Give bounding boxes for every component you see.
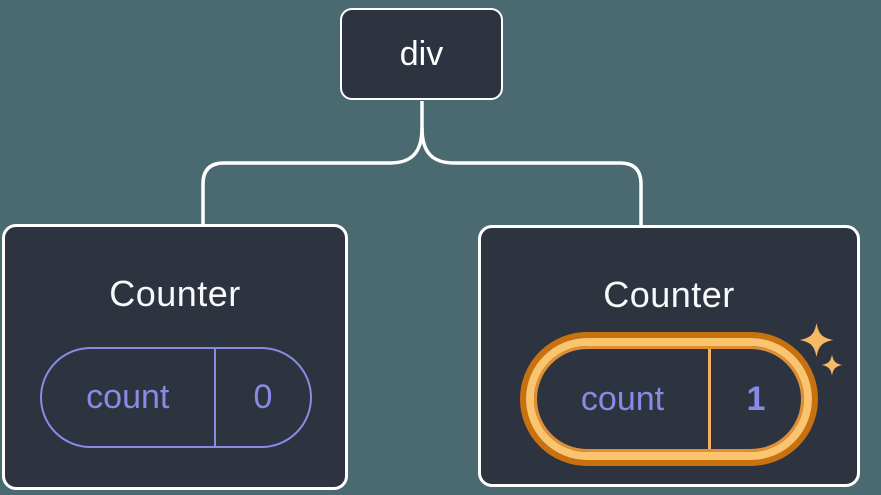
counter-title-right: Counter [603,274,735,315]
state-key-right: count [580,379,665,418]
state-key-left: count [86,378,170,416]
pill-divider-right [708,349,711,449]
counter-card-right: Counter count 1 [478,225,860,487]
connector-right-branch [420,127,643,225]
root-node-div: div [340,8,503,100]
connector-left-branch [201,127,424,224]
state-pill-right-highlight-ring: count 1 [520,332,818,466]
root-node-label: div [399,34,444,73]
counter-card-left: Counter count 0 [2,224,348,490]
state-pill-right: count 1 [534,346,804,452]
highlight-band: count 1 [526,338,812,460]
counter-title-left: Counter [109,273,241,314]
state-value-left: 0 [253,378,273,416]
state-value-right: 1 [746,379,766,418]
pill-divider-left [213,349,216,446]
state-pill-left: count 0 [40,347,312,448]
